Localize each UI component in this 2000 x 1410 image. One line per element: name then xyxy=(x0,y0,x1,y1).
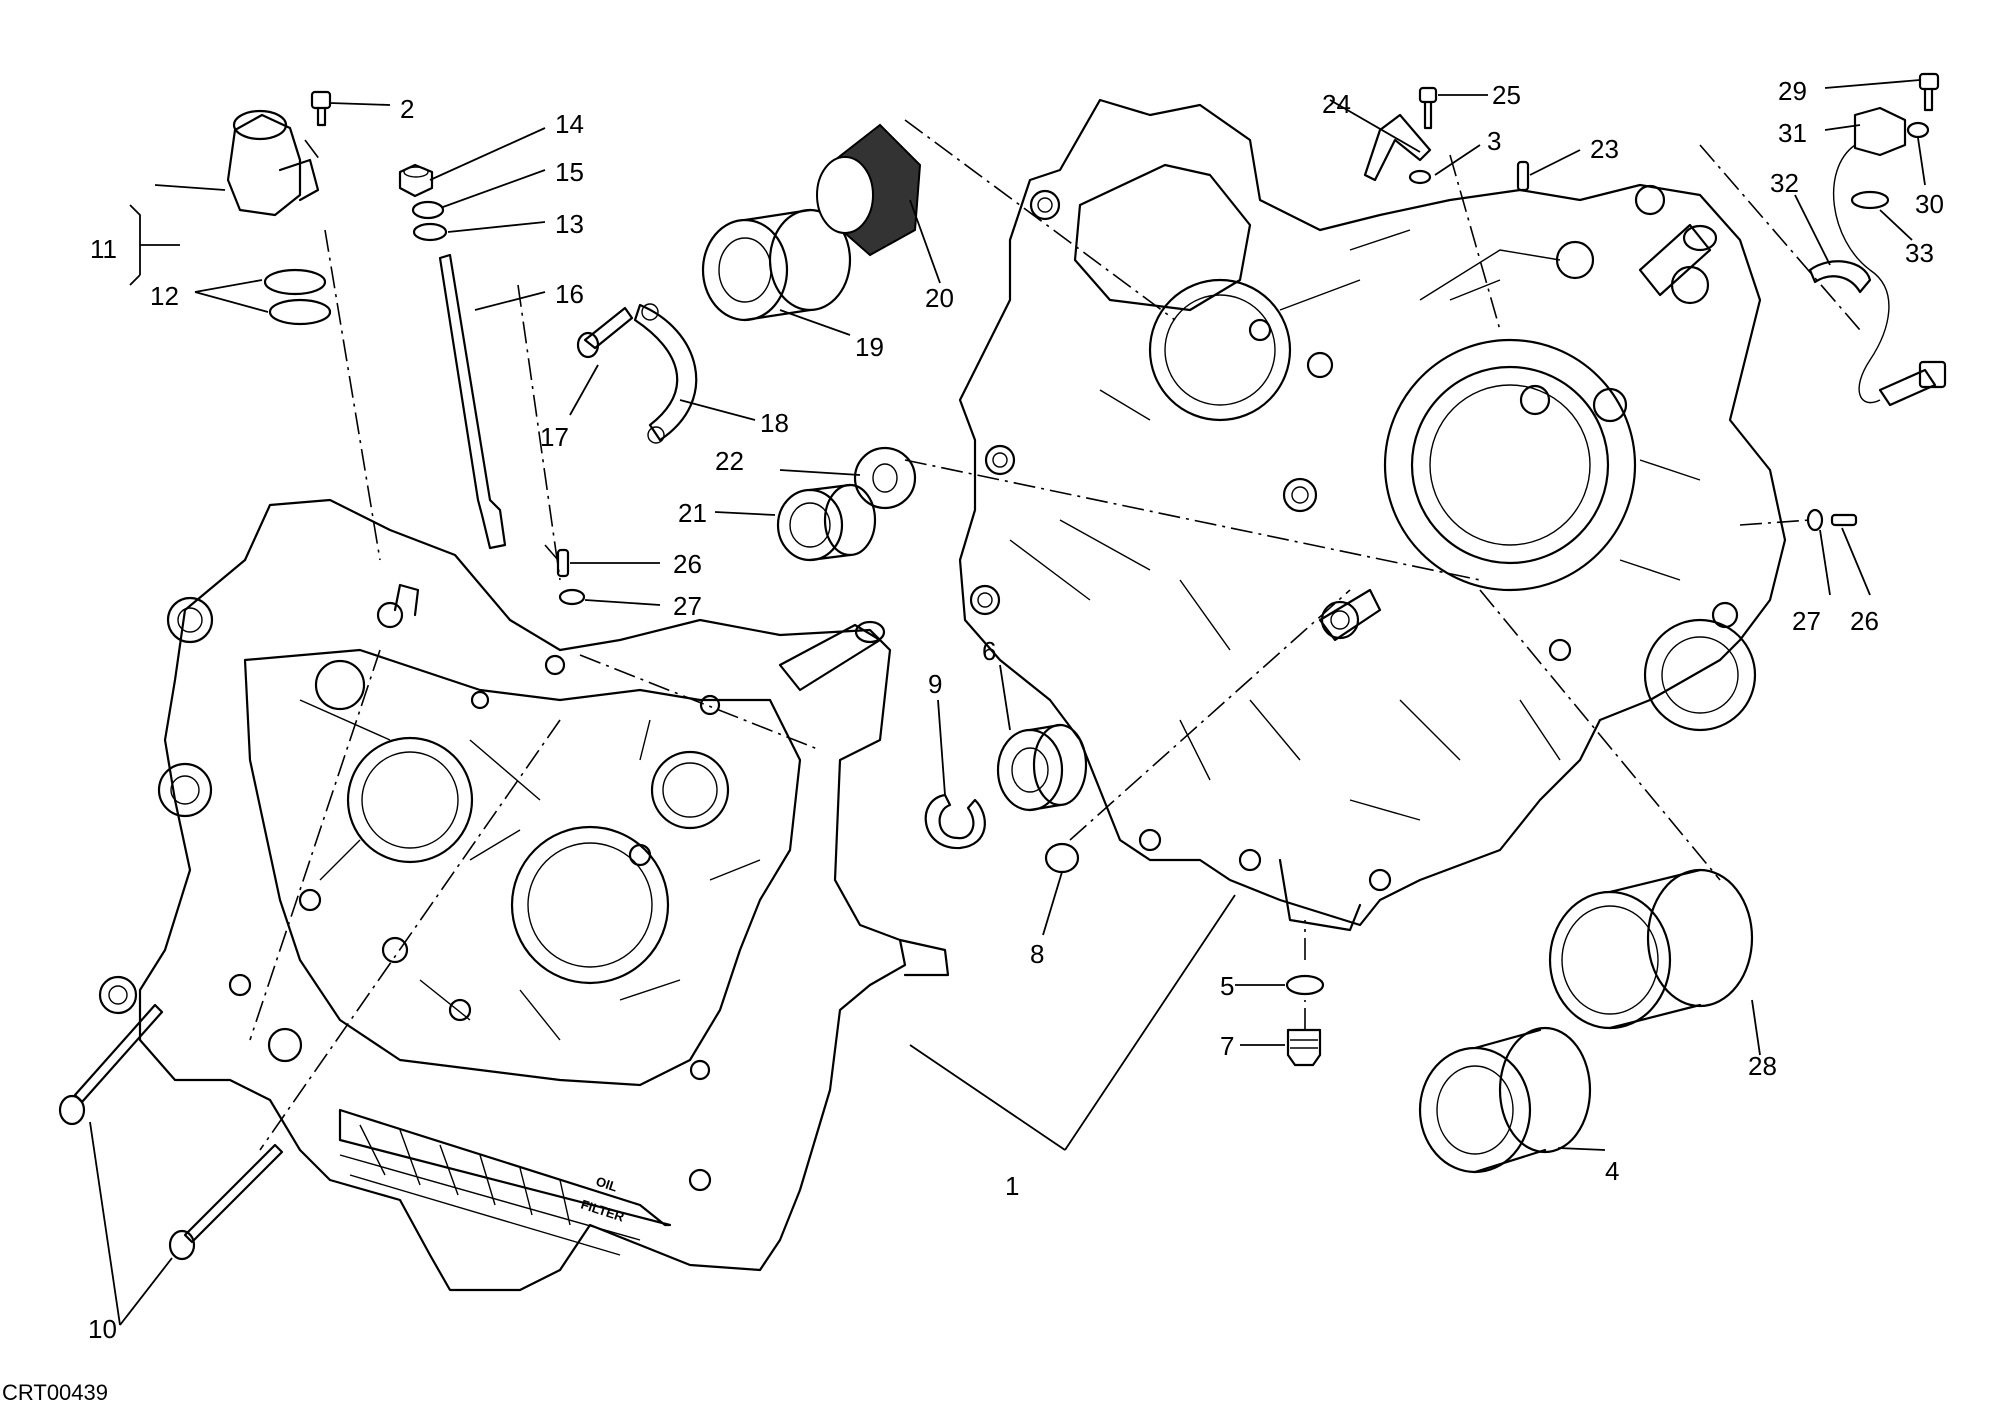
part-21-bearing xyxy=(776,483,877,562)
callout-1: 1 xyxy=(1005,1171,1019,1201)
callout-8: 8 xyxy=(1030,939,1044,969)
callout-21: 21 xyxy=(678,498,707,528)
part-8-oring xyxy=(1044,842,1080,874)
left-crankcase-half: OIL FILTER xyxy=(98,498,950,1292)
part-25-screw xyxy=(1418,86,1438,130)
part-31-sensor xyxy=(1833,106,1947,407)
right-crankcase-half xyxy=(958,98,1787,932)
part-18-retainer xyxy=(633,303,698,442)
part-32-clip xyxy=(1808,260,1872,294)
callout-6: 6 xyxy=(982,636,996,666)
callout-22: 22 xyxy=(715,446,744,476)
part-10-bolts xyxy=(58,1003,284,1261)
callout-10: 10 xyxy=(88,1314,117,1344)
callout-32: 32 xyxy=(1770,168,1799,198)
callout-31: 31 xyxy=(1778,118,1807,148)
callout-2: 2 xyxy=(400,94,414,124)
part-26-dowel-right xyxy=(1830,513,1858,527)
callout-20: 20 xyxy=(925,283,954,313)
part-23-dowel xyxy=(1516,160,1530,192)
alignment-lines xyxy=(249,119,1861,1151)
part-30-washer xyxy=(1906,121,1930,139)
callouts: 2 11 12 14 15 13 16 17 18 19 20 22 21 26… xyxy=(88,76,1944,1344)
callout-26-right: 26 xyxy=(1850,606,1879,636)
callout-13: 13 xyxy=(555,209,584,239)
drawing-code: CRT00439 xyxy=(2,1380,108,1405)
part-26-dowel-left xyxy=(556,548,570,578)
part-27-ring-right xyxy=(1806,508,1824,532)
callout-9: 9 xyxy=(928,669,942,699)
callout-29: 29 xyxy=(1778,76,1807,106)
part-16-stud xyxy=(438,253,507,550)
part-9-circlip xyxy=(924,793,986,850)
callout-4: 4 xyxy=(1605,1156,1619,1186)
part-3-washer xyxy=(1408,169,1432,185)
callout-11: 11 xyxy=(90,234,117,264)
part-2-screw xyxy=(310,90,332,127)
part-28-liner xyxy=(1548,868,1754,1030)
part-15-washer xyxy=(411,200,445,220)
callout-30: 30 xyxy=(1915,189,1944,219)
callout-25: 25 xyxy=(1492,80,1521,110)
part-33-oring xyxy=(1850,190,1890,210)
part-6-bearing xyxy=(996,723,1088,812)
part-19-bearing xyxy=(701,208,852,322)
callout-24: 24 xyxy=(1322,89,1351,119)
part-7-drain-plug xyxy=(1286,1028,1322,1067)
callout-3: 3 xyxy=(1487,126,1501,156)
filter-label: FILTER xyxy=(579,1197,627,1225)
callout-5: 5 xyxy=(1220,971,1234,1001)
callout-27-right: 27 xyxy=(1792,606,1821,636)
part-22-washer xyxy=(853,446,917,510)
callout-7: 7 xyxy=(1220,1031,1234,1061)
oil-label: OIL xyxy=(594,1174,619,1195)
part-5-washer xyxy=(1285,974,1325,996)
callout-18: 18 xyxy=(760,408,789,438)
part-4-bearing xyxy=(1418,1026,1592,1174)
callout-14: 14 xyxy=(555,109,584,139)
part-27-ring-left xyxy=(558,588,586,606)
leader-lines xyxy=(89,79,1926,1326)
callout-16: 16 xyxy=(555,279,584,309)
part-29-screw xyxy=(1918,72,1940,112)
callout-12: 12 xyxy=(150,281,179,311)
part-12-orings xyxy=(263,268,332,326)
callout-19: 19 xyxy=(855,332,884,362)
part-11-housing xyxy=(226,109,320,217)
part-17-bolt xyxy=(576,306,634,359)
callout-33: 33 xyxy=(1905,238,1934,268)
callout-15: 15 xyxy=(555,157,584,187)
callout-27-left: 27 xyxy=(673,591,702,621)
callout-28: 28 xyxy=(1748,1051,1777,1081)
part-20-seal xyxy=(816,123,922,257)
callout-26-left: 26 xyxy=(673,549,702,579)
callout-23: 23 xyxy=(1590,134,1619,164)
callout-17: 17 xyxy=(540,422,569,452)
part-24-bracket xyxy=(1363,113,1432,182)
part-13-oring xyxy=(412,222,448,242)
part-14-nut xyxy=(398,163,434,198)
